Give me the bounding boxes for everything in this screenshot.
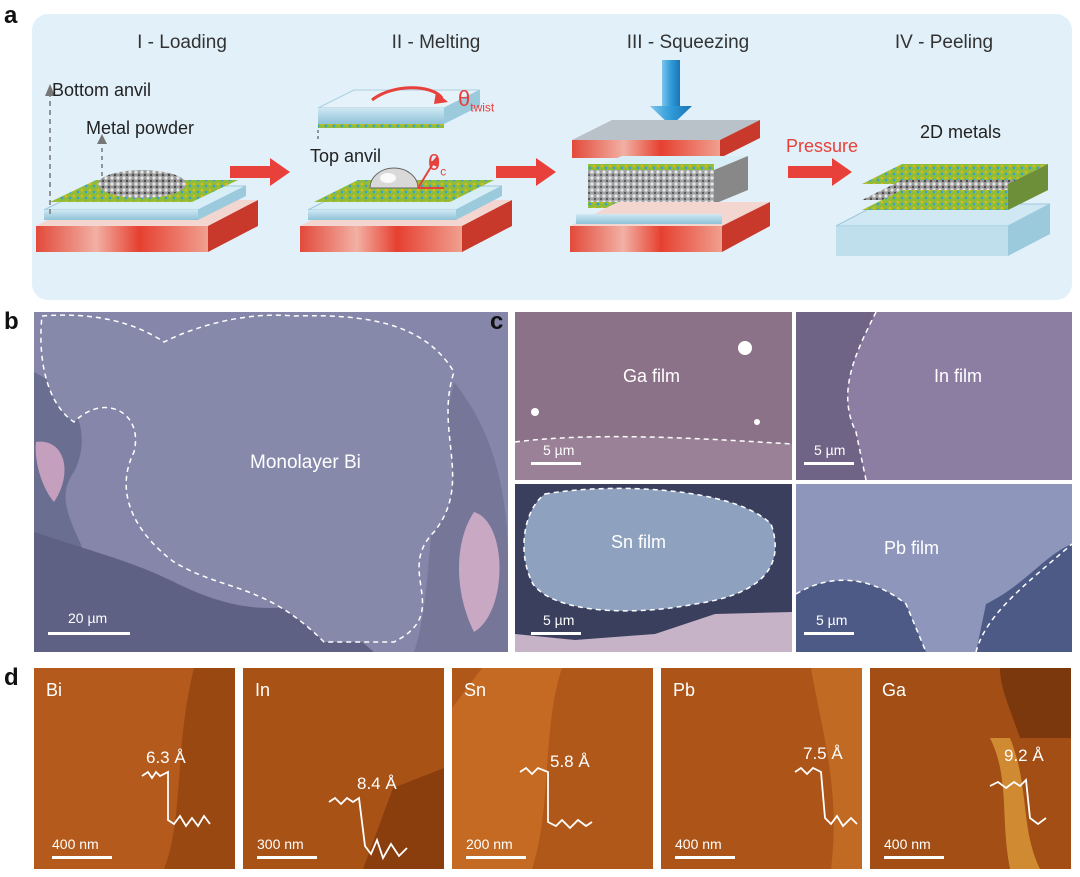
twist-subscript: twist: [470, 100, 495, 115]
panel-label-b: b: [4, 308, 19, 335]
afm-label-pb: Pb: [673, 680, 696, 700]
label-pressure: Pressure: [786, 136, 859, 156]
afm-scale-bar-pb: [675, 856, 735, 859]
afm-label-ga: Ga: [882, 680, 907, 700]
c-subscript: c: [440, 164, 447, 179]
panel-label-d: d: [4, 664, 19, 691]
scale-text-in: 5 µm: [814, 442, 846, 458]
label-theta-twist: θtwist: [458, 86, 494, 114]
ga-film-image: Ga film 5 µm: [515, 312, 792, 480]
afm-image-pb: Pb 7.5 Å 400 nm: [661, 668, 862, 869]
label-ga-film: Ga film: [623, 366, 681, 386]
afm-label-bi: Bi: [46, 680, 63, 700]
label-bottom-anvil: Bottom anvil: [52, 80, 152, 100]
stage-loading-stack: [36, 84, 258, 252]
scale-text-ga: 5 µm: [543, 442, 575, 458]
afm-height-in: 8.4 Å: [357, 774, 397, 793]
scale-text-pb: 5 µm: [816, 612, 848, 628]
panel-label-a: a: [4, 2, 18, 29]
label-theta-c: θc: [428, 150, 446, 178]
scale-bar-sn: [531, 632, 581, 635]
stage-squeezing-stack: [570, 60, 770, 252]
label-pb-film: Pb film: [884, 538, 940, 558]
label-sn-film: Sn film: [611, 532, 667, 552]
afm-scale-bar-bi: [52, 856, 112, 859]
panel-label-c: c: [490, 308, 504, 335]
stage-title-loading: I - Loading: [137, 32, 227, 53]
afm-height-bi: 6.3 Å: [146, 748, 186, 767]
monolayer-bi-image: Monolayer Bi 20 µm: [34, 312, 508, 652]
afm-scale-text-bi: 400 nm: [52, 836, 99, 852]
afm-image-in: In 8.4 Å 300 nm: [243, 668, 444, 869]
stage-title-squeezing: III - Squeezing: [626, 32, 750, 53]
label-metal-powder: Metal powder: [86, 118, 195, 138]
scale-text-b: 20 µm: [68, 610, 108, 626]
afm-image-sn: Sn 5.8 Å 200 nm: [452, 668, 653, 869]
afm-label-in: In: [255, 680, 271, 700]
afm-height-ga: 9.2 Å: [1004, 746, 1044, 765]
afm-scale-bar-in: [257, 856, 317, 859]
stage-title-melting: II - Melting: [391, 32, 481, 53]
scale-bar-in: [804, 462, 854, 465]
panel-a-schematic: I - Loading II - Melting III - Squeezing…: [32, 14, 1072, 300]
label-in-film: In film: [934, 366, 983, 386]
theta-c-symbol: θ: [428, 150, 441, 175]
theta-symbol: θ: [458, 86, 471, 111]
afm-scale-text-in: 300 nm: [257, 836, 304, 852]
afm-scale-text-ga: 400 nm: [884, 836, 931, 852]
afm-label-sn: Sn: [464, 680, 487, 700]
afm-scale-text-pb: 400 nm: [675, 836, 722, 852]
scale-bar-b: [48, 632, 130, 635]
afm-scale-text-sn: 200 nm: [466, 836, 513, 852]
red-arrow-3: [788, 158, 852, 186]
schematic-drawing: [36, 60, 1051, 256]
red-arrow-2: [496, 158, 556, 186]
red-arrow-1: [230, 158, 290, 186]
stage-melting-stack: [300, 86, 512, 252]
afm-height-pb: 7.5 Å: [803, 744, 843, 763]
afm-height-sn: 5.8 Å: [550, 752, 590, 771]
stage-title-peeling: IV - Peeling: [894, 32, 994, 53]
label-2d-metals: 2D metals: [920, 122, 1002, 142]
afm-image-bi: Bi 6.3 Å 400 nm: [34, 668, 235, 869]
sn-film-image: Sn film 5 µm: [515, 484, 792, 652]
in-film-image: In film 5 µm: [796, 312, 1072, 480]
afm-image-ga: Ga 9.2 Å 400 nm: [870, 668, 1071, 869]
label-monolayer-bi: Monolayer Bi: [250, 452, 361, 473]
scale-bar-pb: [804, 632, 854, 635]
stage-peeling-stack: [835, 164, 1051, 256]
scale-text-sn: 5 µm: [543, 612, 575, 628]
label-top-anvil: Top anvil: [310, 146, 382, 166]
afm-scale-bar-ga: [884, 856, 944, 859]
pb-film-image: Pb film 5 µm: [796, 484, 1072, 652]
scale-bar-ga: [531, 462, 581, 465]
afm-scale-bar-sn: [466, 856, 526, 859]
